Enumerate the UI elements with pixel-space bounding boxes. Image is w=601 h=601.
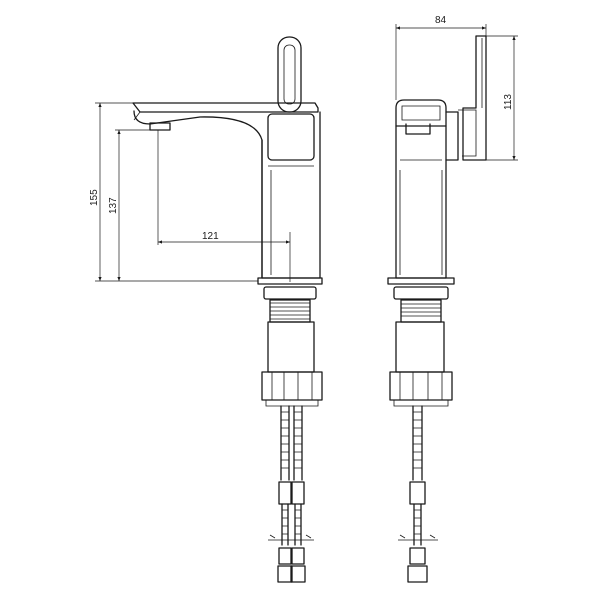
side-body (395, 125, 447, 279)
side-fixing-nut (389, 321, 453, 407)
dim-total-height: 155 (89, 102, 258, 282)
dim-spout-reach: 121 (157, 130, 291, 282)
front-fixing-nut (261, 321, 323, 407)
dim-side-width: 84 (395, 15, 487, 100)
front-spout (132, 102, 319, 279)
dim-outlet-height-label: 137 (108, 197, 119, 214)
side-mounting-shank (393, 286, 449, 323)
dim-side-height-label: 113 (503, 94, 514, 110)
dim-side-height: 113 (486, 35, 518, 161)
dim-side-width-label: 84 (435, 15, 447, 26)
side-head (395, 99, 459, 161)
dim-total-height-label: 155 (89, 189, 100, 206)
side-flexible-hose (398, 405, 438, 583)
front-mounting-shank (263, 286, 317, 323)
front-lever-handle (277, 36, 302, 113)
dim-outlet-height: 137 (108, 129, 150, 281)
side-base-plate (387, 277, 455, 285)
front-body (261, 111, 321, 279)
side-lever-handle (458, 35, 487, 161)
front-flexible-hoses (268, 405, 314, 583)
side-view: 84 113 (387, 15, 518, 583)
front-view: 155 137 121 (89, 36, 323, 583)
dim-spout-reach-label: 121 (202, 231, 219, 242)
